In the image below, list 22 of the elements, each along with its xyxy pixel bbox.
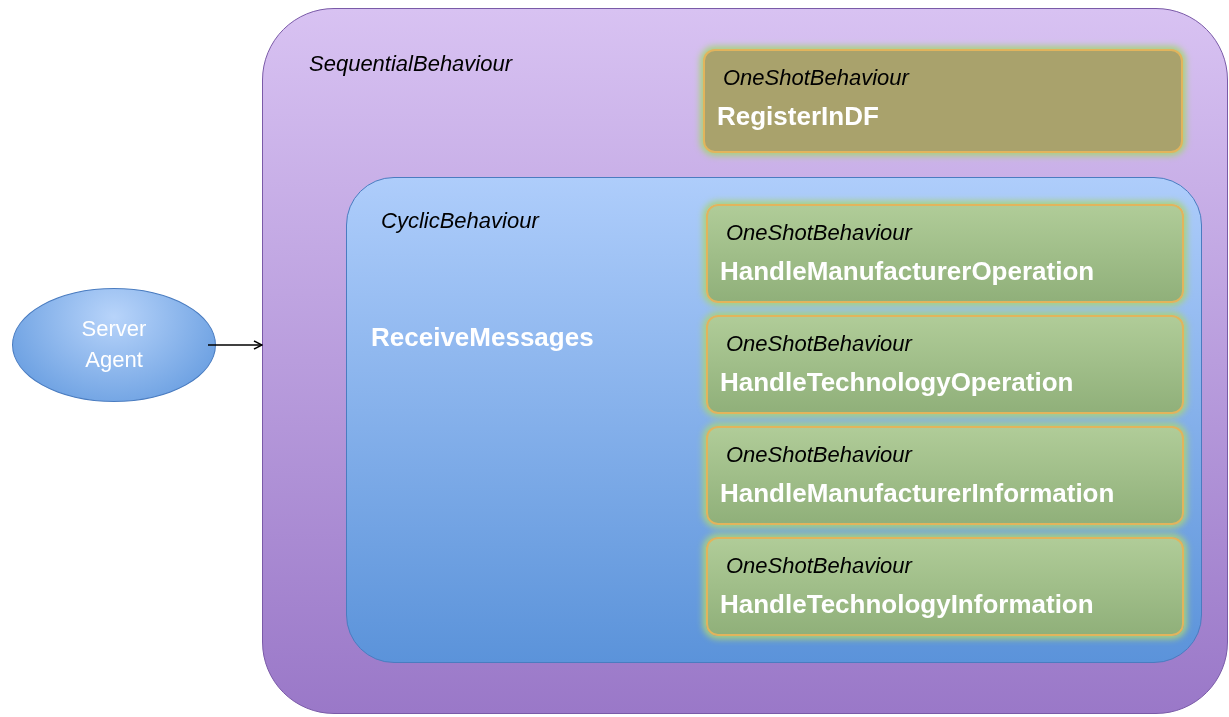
behaviour-type-label: OneShotBehaviour (726, 442, 912, 468)
behaviour-name-label: HandleManufacturerOperation (720, 256, 1095, 287)
behaviour-name-label: HandleManufacturerInformation (720, 478, 1115, 509)
behaviour-name-label: ReceiveMessages (371, 322, 594, 353)
behaviour-type-label: SequentialBehaviour (309, 51, 513, 77)
behaviour-box (262, 8, 1228, 714)
behaviour-box (346, 177, 1202, 663)
behaviour-type-label: OneShotBehaviour (726, 331, 912, 357)
arrow (207, 340, 263, 350)
behaviour-name-label: RegisterInDF (717, 101, 879, 132)
behaviour-type-label: OneShotBehaviour (726, 553, 912, 579)
behaviour-name-label: HandleTechnologyOperation (720, 367, 1074, 398)
behaviour-box (706, 426, 1184, 525)
behaviour-box (706, 315, 1184, 414)
behaviour-type-label: OneShotBehaviour (726, 220, 912, 246)
behaviour-name-label: HandleTechnologyInformation (720, 589, 1094, 620)
agent-label: Server Agent (80, 315, 148, 374)
behaviour-box (706, 204, 1184, 303)
behaviour-box (706, 537, 1184, 636)
behaviour-box (703, 49, 1183, 153)
behaviour-type-label: OneShotBehaviour (723, 65, 909, 91)
behaviour-type-label: CyclicBehaviour (381, 208, 539, 234)
